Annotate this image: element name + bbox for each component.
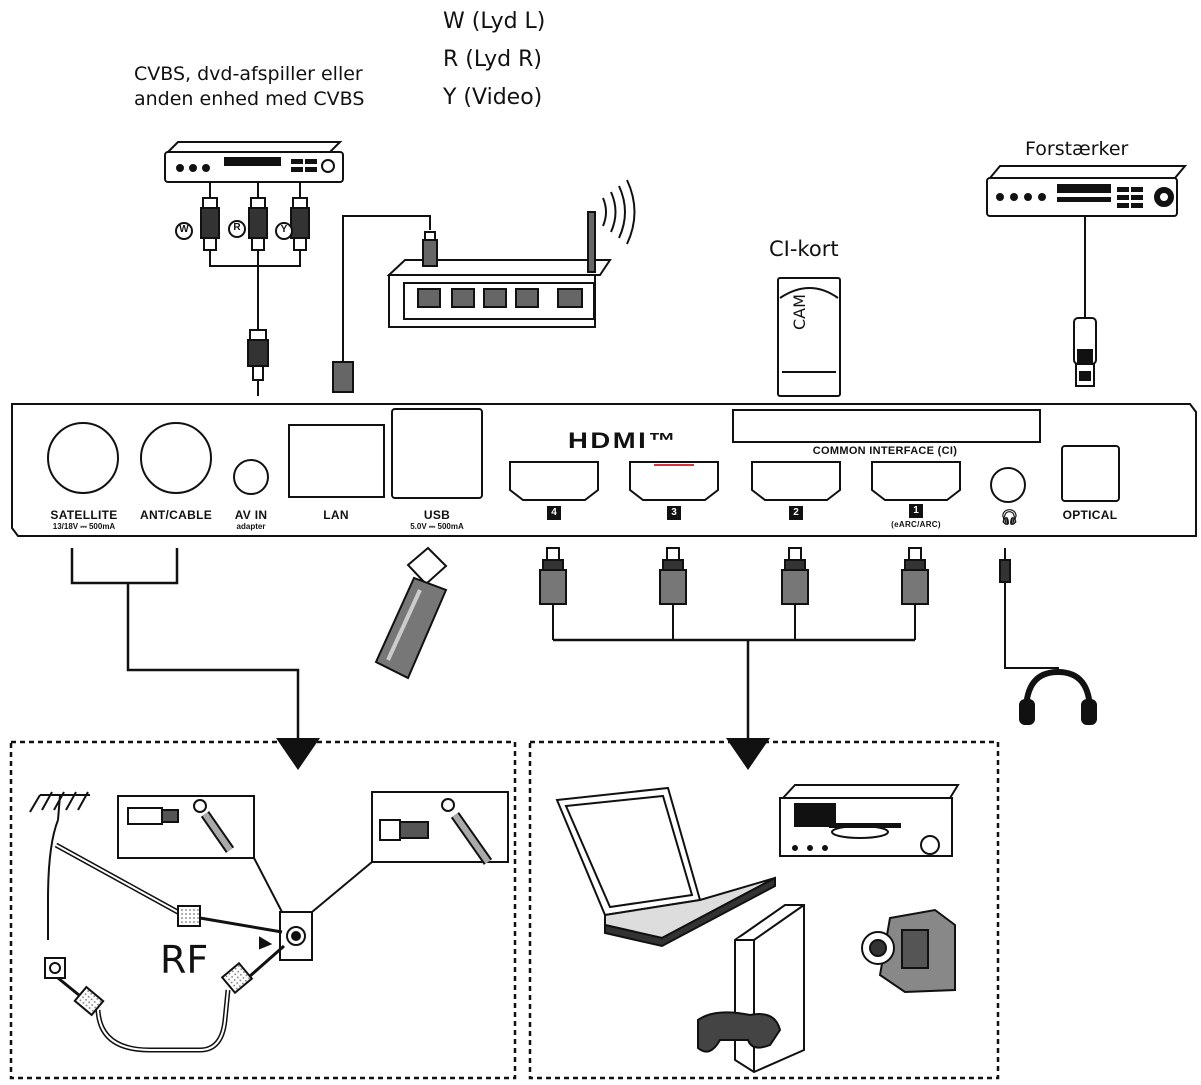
usb-port: [391, 408, 483, 499]
usb-stick-icon: [374, 546, 448, 680]
hdmi-3-number: 3: [667, 506, 681, 520]
hdmi-1-earc-label: (eARC/ARC): [891, 520, 941, 529]
av-in-connector: [233, 459, 269, 495]
dvd-player-icon: [164, 141, 344, 183]
hdmi-port-4: [509, 461, 599, 501]
hdmi-port-2: [751, 461, 841, 501]
ci-card-icon: [777, 277, 841, 397]
roof-antenna-icon: [29, 791, 187, 940]
y-video-label: Y (Video): [443, 85, 543, 110]
rca-cables-icon: [175, 182, 310, 396]
antenna-cable-lines: [70, 548, 300, 745]
ant-cable-label: ANT/CABLE: [139, 508, 213, 522]
arrow-to-antenna: [276, 738, 320, 770]
arrow-to-devices: [726, 738, 770, 770]
hdmi-2-number: 2: [789, 506, 803, 520]
hdmi-port-1: [871, 461, 961, 501]
rf-label: RF: [160, 938, 209, 982]
plug-detail-left: [117, 795, 283, 913]
headphone-jack: [990, 467, 1026, 503]
wall-outlet-icon: [44, 905, 313, 1053]
hdmi-1-number: 1: [909, 504, 923, 518]
satellite-connector: [47, 422, 119, 494]
laptop-icon: [555, 786, 776, 948]
optical-label: OPTICAL: [1062, 508, 1118, 522]
lan-cable-icon: [332, 215, 438, 393]
headphones-icon: [999, 548, 1097, 725]
plug-detail-right: [311, 791, 509, 913]
headphone-icon: 🎧︎: [1000, 509, 1020, 526]
ci-slot: [732, 409, 1041, 443]
ci-card-label: CI-kort: [769, 237, 839, 261]
w-audio-left-label: W (Lyd L): [443, 9, 546, 34]
jack-letter-r: R: [233, 222, 241, 233]
hdmi-devices-box: [528, 740, 1000, 1080]
router-icon: [386, 179, 636, 328]
cam-label: CAM: [790, 294, 809, 330]
jack-letter-y: Y: [280, 224, 288, 235]
hdmi-logo: HDMI™: [568, 428, 679, 453]
amplifier-icon: [986, 165, 1188, 387]
amplifier-label: Forstærker: [1025, 138, 1129, 160]
common-interface-label: COMMON INTERFACE (CI): [812, 445, 958, 457]
cvbs-caption-line1: CVBS, dvd-afspiller eller: [134, 63, 363, 85]
blu-ray-player-icon: [779, 784, 960, 857]
cvbs-caption-line2: anden enhed med CVBS: [134, 88, 365, 110]
hdmi-cables-icon: [539, 547, 929, 740]
lan-port: [288, 424, 385, 498]
hdmi-4-number: 4: [547, 506, 561, 520]
game-console-icon: [697, 904, 805, 1074]
ant-cable-connector: [140, 422, 212, 494]
jack-letter-w: W: [179, 224, 189, 235]
camcorder-icon: [861, 908, 956, 994]
rear-panel: [11, 403, 1197, 537]
lan-label: LAN: [323, 508, 349, 522]
hdmi-port-3: [629, 461, 719, 501]
antenna-setup-box: [9, 740, 517, 1080]
optical-port: [1061, 445, 1120, 502]
r-audio-right-label: R (Lyd R): [443, 47, 542, 72]
